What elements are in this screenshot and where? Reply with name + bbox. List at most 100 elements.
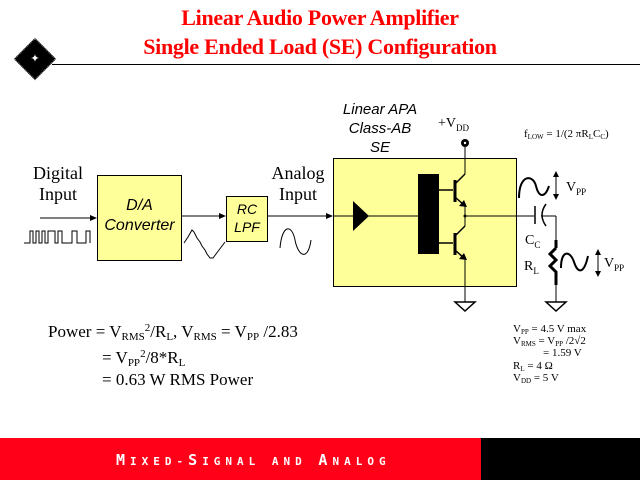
power-formula-line-3: = 0.63 W RMS Power xyxy=(102,370,254,389)
f-rest: = 1/(2 πR xyxy=(543,128,589,140)
vpp-sub: PP xyxy=(576,186,587,197)
f1-d: /R xyxy=(150,322,167,341)
close: ) xyxy=(605,128,609,140)
footer-rest-1: IXED- xyxy=(130,455,189,468)
f1-b: RMS xyxy=(121,331,145,343)
f1-f: , V xyxy=(173,322,194,341)
f2-b: PP xyxy=(127,357,141,369)
s3b: L xyxy=(520,365,525,373)
digital-pulse-train xyxy=(24,230,91,244)
power-formula-line-2: = VPP2/8*RL xyxy=(102,344,185,373)
vpp-arrow-top-down xyxy=(553,194,559,200)
s1b: PP xyxy=(520,328,529,336)
f: f xyxy=(524,128,528,140)
footer-cap-1: M xyxy=(116,451,131,469)
apa-label-1: Linear APA xyxy=(342,101,418,118)
buffer-triangle-icon xyxy=(353,201,369,231)
cc-sub: C xyxy=(534,239,541,250)
spec-vdd: VDD = 5 V xyxy=(513,372,559,387)
spec-vpp: VPP = 4.5 V max xyxy=(513,323,586,338)
s2a: V xyxy=(513,335,521,347)
f1-a: Power = V xyxy=(48,322,122,341)
s2d: PP xyxy=(555,340,563,348)
vdd-terminal-center xyxy=(463,141,467,145)
title-line-2: Single Ended Load (SE) Configuration xyxy=(143,34,497,59)
flow-formula: fLOW = 1/(2 πRLCC) xyxy=(524,128,609,143)
analog-sine xyxy=(279,228,312,255)
apa-label-2: Class-AB xyxy=(348,120,412,137)
f1-j: /2.83 xyxy=(259,322,298,341)
vpp-main: V xyxy=(566,180,577,195)
s2b: RMS xyxy=(520,340,536,348)
vpp-arrow-load-up xyxy=(595,249,601,255)
f2-c: 2 xyxy=(140,348,146,360)
f-sub: LOW xyxy=(527,133,544,141)
c: C xyxy=(592,128,601,140)
footer-rest-3: NALOG xyxy=(332,455,391,468)
capacitor-plate-curved xyxy=(541,203,547,227)
vdd-label: +VDD xyxy=(438,114,469,138)
arrowhead-lpf xyxy=(326,213,333,219)
r-sub: L xyxy=(588,133,593,141)
output-sine-load xyxy=(560,252,589,272)
f1-i: PP xyxy=(246,331,260,343)
da-label-1: D/A xyxy=(126,197,153,214)
spec-rl: RL = 4 Ω xyxy=(513,360,553,375)
footer-rest-2: IGNAL AND xyxy=(202,455,319,468)
ground-icon-load xyxy=(544,301,568,313)
title-line-1: Linear Audio Power Amplifier xyxy=(181,5,459,30)
da-converter-block: D/A Converter xyxy=(97,175,182,261)
apa-label-3: SE xyxy=(369,139,390,156)
digital-input-label-2: Input xyxy=(39,184,77,204)
f1-e: L xyxy=(166,331,174,343)
rc-label: RC xyxy=(236,201,258,217)
load-resistor-icon xyxy=(547,246,559,276)
vdd-sub: DD xyxy=(456,122,470,133)
s2c: = V xyxy=(535,335,556,347)
s4c: = 5 V xyxy=(531,372,559,384)
cc-main: C xyxy=(525,233,535,248)
driver-block xyxy=(418,174,439,254)
f1-h: = V xyxy=(216,322,247,341)
s4a: V xyxy=(513,372,521,384)
s2e: /2√2 xyxy=(563,335,586,347)
vpp-arrow-load-down xyxy=(595,271,601,277)
f1-c: 2 xyxy=(144,322,151,334)
footer-black-band xyxy=(481,438,640,480)
c-sub: C xyxy=(600,133,605,141)
f1-g: RMS xyxy=(193,331,217,343)
analog-input-label-1: Analog xyxy=(271,163,325,183)
f2-a: = V xyxy=(102,348,128,367)
vpp-arrow-top-up xyxy=(553,171,559,177)
rl-sub: L xyxy=(533,265,539,276)
vpp-load-label: VPP xyxy=(604,254,624,278)
footer-cap-2: S xyxy=(188,451,203,469)
arrowhead-digital xyxy=(90,215,97,221)
s1a: V xyxy=(513,323,521,335)
footer-cap-3: A xyxy=(318,451,333,469)
f2-e: L xyxy=(178,357,186,369)
footer-red-band xyxy=(0,438,481,480)
s1c: = 4.5 V max xyxy=(528,323,587,335)
upper-emitter-arrow xyxy=(459,200,467,207)
power-formula-line-1: Power = VRMS2/RL, VRMS = VPP /2.83 xyxy=(48,318,298,347)
rc-lpf-block: RC LPF xyxy=(226,196,268,242)
vpp-top-label: VPP xyxy=(566,178,586,202)
s4b: DD xyxy=(520,377,532,385)
da-label-2: Converter xyxy=(104,217,175,234)
lower-collector xyxy=(454,225,466,237)
title-divider xyxy=(52,64,640,65)
staircase-wave xyxy=(183,229,226,259)
f2-d: /8*R xyxy=(145,348,179,367)
footer-title: MIXED-SIGNAL AND ANALOG xyxy=(116,451,391,469)
spec-vrms-value: = 1.59 V xyxy=(543,347,582,359)
s3a: R xyxy=(513,360,521,372)
upper-collector xyxy=(454,173,466,185)
output-sine-top xyxy=(518,177,550,199)
lower-emitter-arrow xyxy=(459,253,467,260)
rl-label: RL xyxy=(524,257,539,281)
digital-input-label-1: Digital xyxy=(33,163,83,183)
vpp-load-main: V xyxy=(604,256,615,271)
cc-label: CC xyxy=(525,231,540,255)
